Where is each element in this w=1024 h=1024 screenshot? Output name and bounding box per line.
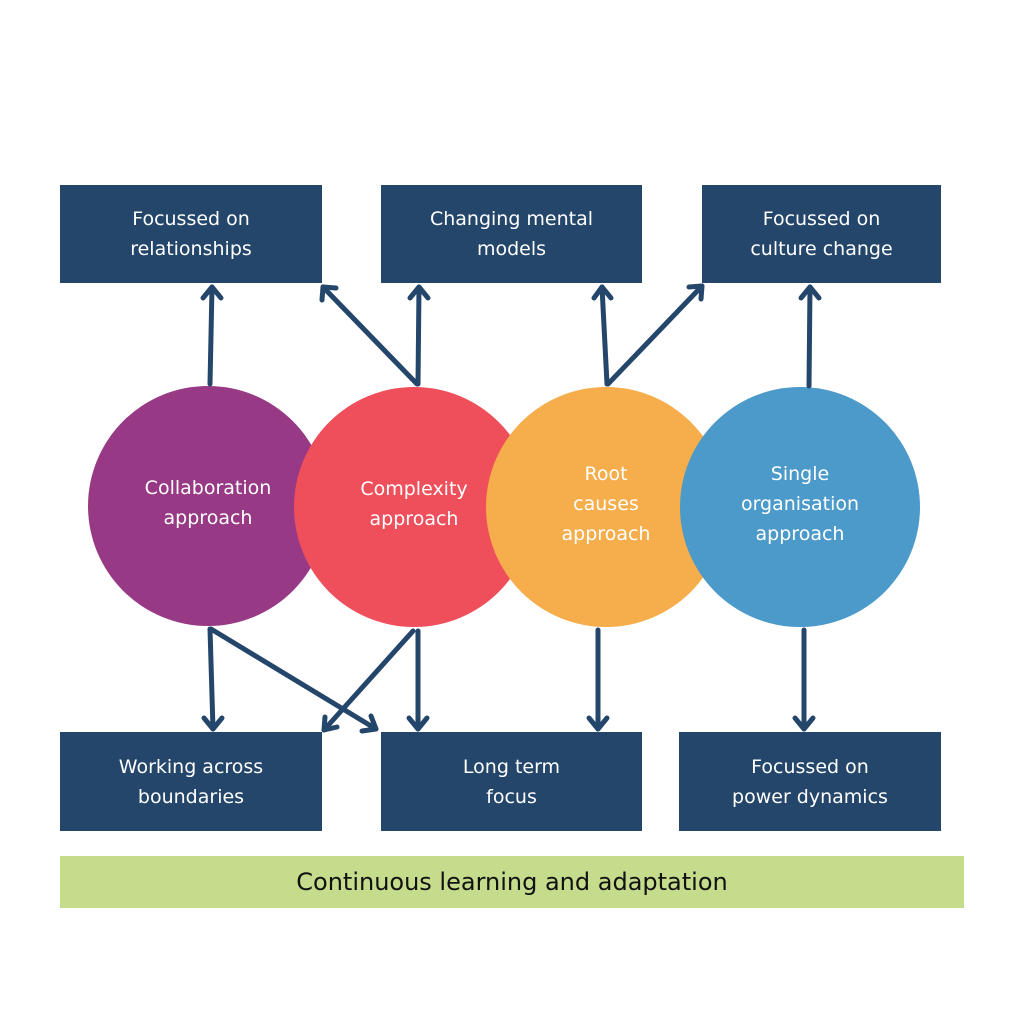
arrow-single-org-to-power-dynamics <box>792 627 816 732</box>
arrow-collaboration-to-relationships <box>200 284 224 387</box>
circle-label: Single organisation approach <box>740 463 860 545</box>
circle-collaboration-approach: Collaboration approach <box>88 386 328 626</box>
box-label: Focussed on power dynamics <box>732 755 888 808</box>
footer-bar-continuous-learning: Continuous learning and adaptation <box>60 856 964 908</box>
arrow-collaboration-to-long-term-focus <box>208 626 379 734</box>
box-focussed-on-power-dynamics: Focussed on power dynamics <box>679 732 941 831</box>
box-focussed-on-relationships: Focussed on relationships <box>60 185 322 283</box>
footer-label: Continuous learning and adaptation <box>296 868 728 896</box>
circle-label: Collaboration approach <box>144 477 272 529</box>
arrow-complexity-to-long-term-focus <box>406 628 430 732</box>
box-changing-mental-models: Changing mental models <box>381 185 642 283</box>
circle-label: Root causes approach <box>561 463 651 545</box>
arrow-collaboration-to-working-across-boundaries <box>201 626 225 732</box>
arrow-root-causes-to-culture-change <box>605 283 705 387</box>
circle-single-organisation-approach: Single organisation approach <box>680 387 920 627</box>
arrow-complexity-to-mental-models <box>407 284 431 387</box>
circle-label: Complexity approach <box>360 478 468 530</box>
box-label: Focussed on relationships <box>130 208 252 260</box>
box-working-across-boundaries: Working across boundaries <box>60 732 322 831</box>
box-label: Changing mental models <box>429 208 594 260</box>
arrow-root-causes-to-long-term-focus <box>586 627 610 732</box>
box-label: Working across boundaries <box>118 755 264 808</box>
box-focussed-on-culture-change: Focussed on culture change <box>702 185 941 283</box>
box-label: Long term focus <box>462 755 561 808</box>
arrow-root-causes-to-mental-models <box>591 284 614 387</box>
box-long-term-focus: Long term focus <box>381 732 642 831</box>
arrow-complexity-to-relationships <box>319 284 420 387</box>
arrow-single-org-to-culture-change <box>798 284 822 389</box>
arrow-complexity-to-working-across-boundaries <box>321 628 416 733</box>
box-label: Focussed on culture change <box>750 208 893 260</box>
